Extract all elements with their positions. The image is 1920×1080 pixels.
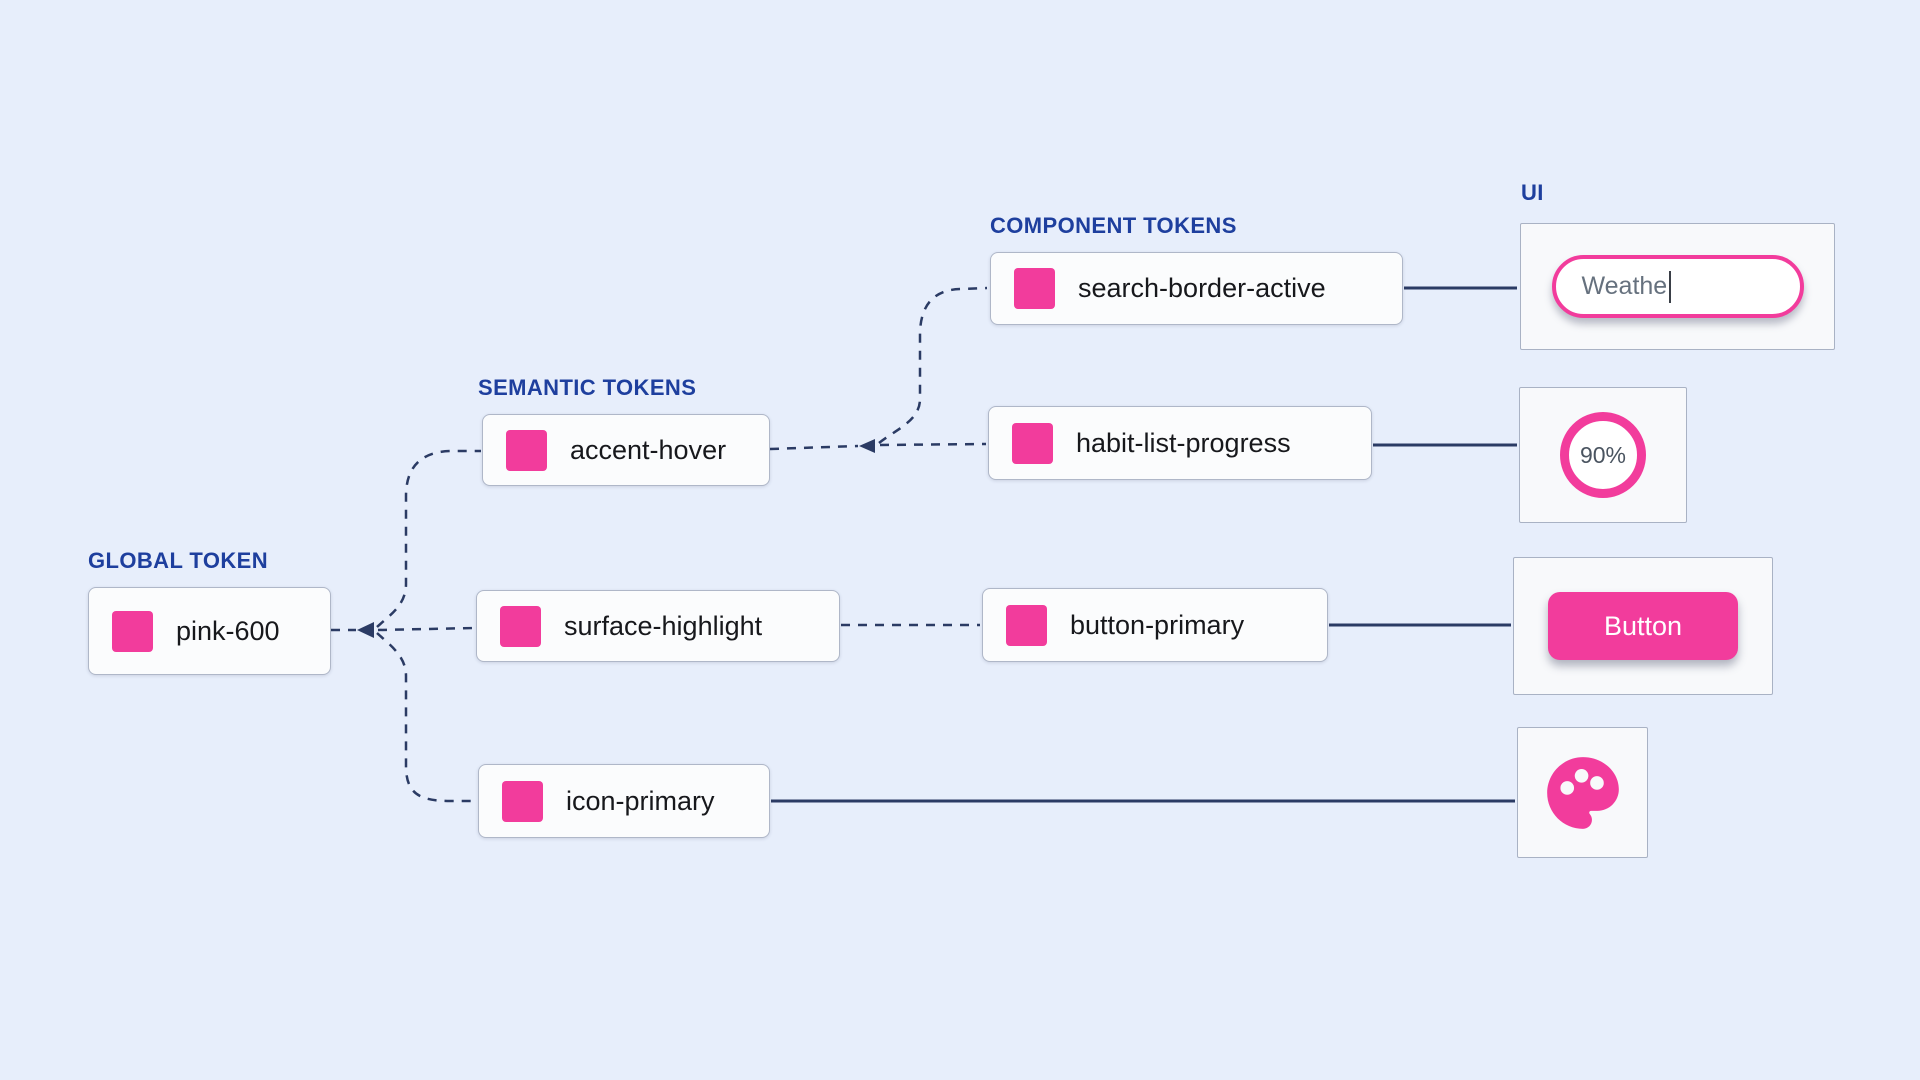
ui-card-palette xyxy=(1517,727,1648,858)
ui-card-button: Button xyxy=(1513,557,1773,695)
arrowhead-to-accent xyxy=(859,439,875,453)
section-label-global: GLOBAL TOKEN xyxy=(88,548,268,573)
token-node-button-primary: button-primary xyxy=(982,588,1328,662)
token-node-habit-list-progress: habit-list-progress xyxy=(988,406,1372,480)
section-label-semantic: SEMANTIC TOKENS xyxy=(478,375,697,400)
arrowhead-to-global xyxy=(357,622,374,638)
edge-global-accent-hover xyxy=(376,449,481,628)
token-node-accent-hover: accent-hover xyxy=(482,414,770,486)
progress-value: 90% xyxy=(1579,441,1627,468)
primary-button[interactable]: Button xyxy=(1548,592,1738,660)
token-name: icon-primary xyxy=(566,785,715,816)
ui-card-progress: 90% xyxy=(1519,387,1687,523)
token-node-pink-600: pink-600 xyxy=(88,587,331,675)
progress-ring: 90% xyxy=(1560,412,1646,498)
section-label-ui: UI xyxy=(1521,180,1544,205)
edge-accent-search-border xyxy=(878,286,988,444)
token-name: search-border-active xyxy=(1078,273,1326,303)
pink-swatch-icon xyxy=(112,610,153,652)
pink-swatch-icon xyxy=(1012,422,1053,464)
edge-global-surface-highlight xyxy=(377,626,476,632)
token-name: pink-600 xyxy=(176,615,280,646)
token-name: button-primary xyxy=(1070,609,1245,640)
text-cursor xyxy=(1669,270,1672,303)
pink-swatch-icon xyxy=(1014,268,1055,309)
token-name: habit-list-progress xyxy=(1076,427,1291,458)
pink-swatch-icon xyxy=(502,780,543,822)
token-node-surface-highlight: surface-highlight xyxy=(476,590,840,662)
pink-swatch-icon xyxy=(506,429,547,471)
edge-accent-tail xyxy=(769,444,859,451)
token-name: surface-highlight xyxy=(564,610,763,641)
token-node-icon-primary: icon-primary xyxy=(478,764,770,838)
search-input[interactable]: Weathe xyxy=(1551,255,1804,318)
edge-accent-habit-list xyxy=(879,442,987,447)
token-node-search-border-active: search-border-active xyxy=(990,252,1403,325)
search-input-value: Weathe xyxy=(1581,272,1668,300)
section-label-component: COMPONENT TOKENS xyxy=(990,213,1237,238)
token-name: accent-hover xyxy=(570,434,727,465)
palette-icon xyxy=(1546,756,1619,829)
edge-global-icon-primary xyxy=(376,632,477,803)
pink-swatch-icon xyxy=(500,605,541,647)
pink-swatch-icon xyxy=(1006,604,1047,646)
ui-card-search: Weathe xyxy=(1520,223,1835,350)
